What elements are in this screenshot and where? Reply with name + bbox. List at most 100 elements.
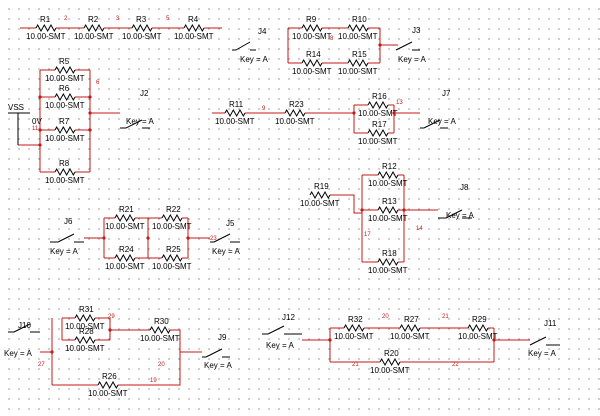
resistor-value: 10.00-SMT <box>45 101 85 110</box>
resistor-r5[interactable]: R5 10.00-SMT <box>45 57 85 83</box>
switch-key: Key = A <box>240 55 268 64</box>
resistor-value: 10.00-SMT <box>45 134 85 143</box>
resistor-symbol <box>114 253 136 263</box>
net-label: 13 <box>396 100 403 106</box>
switch-key: Key = A <box>204 361 232 370</box>
net-label: 8 <box>330 36 334 42</box>
resistor-ref: R3 <box>136 15 147 24</box>
switch-key: Key = A <box>212 247 240 256</box>
switch-ref: J9 <box>218 333 227 342</box>
resistor-value: 10.00-SMT <box>368 266 408 275</box>
resistor-ref: R30 <box>154 317 169 326</box>
resistor-r3[interactable]: R3 10.00-SMT <box>122 15 162 41</box>
resistor-value: 10.00-SMT <box>390 332 430 341</box>
resistor-r8[interactable]: R8 10.00-SMT <box>45 159 85 185</box>
resistor-symbol <box>343 323 365 333</box>
resistor-symbol <box>301 23 323 33</box>
resistor-symbol <box>301 58 323 68</box>
resistor-value: 10.00-SMT <box>122 32 162 41</box>
resistor-ref: R21 <box>119 205 134 214</box>
wires <box>8 27 530 386</box>
resistor-value: 10.00-SMT <box>338 67 378 76</box>
resistor-value: 10.00-SMT <box>152 262 192 271</box>
vss-voltage: 0V <box>32 117 42 126</box>
resistor-symbol <box>377 170 399 180</box>
resistor-value: 10.00-SMT <box>88 389 128 398</box>
resistor-symbol <box>54 167 76 177</box>
switch-ref: J12 <box>282 313 295 322</box>
resistor-ref: R22 <box>166 205 181 214</box>
resistor-ref: R17 <box>372 120 387 129</box>
net-label: 6 <box>96 80 100 86</box>
resistor-value: 10.00-SMT <box>45 74 85 83</box>
resistor-ref: R4 <box>188 15 199 24</box>
resistor-value: 10.00-SMT <box>370 366 410 375</box>
switch-ref: J8 <box>460 183 469 192</box>
resistor-symbol <box>114 213 136 223</box>
switch-key: Key = A <box>446 211 474 220</box>
resistor-value: 10.00-SMT <box>74 32 114 41</box>
resistor-ref: R31 <box>79 305 94 314</box>
resistor-symbol <box>467 323 489 333</box>
resistor-ref: R29 <box>472 315 487 324</box>
resistor-ref: R9 <box>306 15 317 24</box>
net-label: 3 <box>116 16 120 22</box>
net-label: 21 <box>352 362 359 368</box>
switch-ref: J6 <box>64 217 73 226</box>
net-label: 14 <box>416 226 423 232</box>
switch-key: Key = A <box>126 117 154 126</box>
resistor-ref: R13 <box>382 197 397 206</box>
resistor-ref: R15 <box>352 50 367 59</box>
resistor-ref: R23 <box>289 100 304 109</box>
vss-source: VSS 0V <box>8 103 42 126</box>
resistor-value: 10.00-SMT <box>368 179 408 188</box>
resistor-ref: R8 <box>59 159 70 168</box>
resistor-symbol <box>161 253 183 263</box>
resistor-value: 10.00-SMT <box>45 176 85 185</box>
resistor-ref: R5 <box>59 57 70 66</box>
resistor-r15[interactable]: R15 10.00-SMT <box>338 50 378 76</box>
resistor-symbol <box>284 108 306 118</box>
resistor-symbol <box>367 128 389 138</box>
